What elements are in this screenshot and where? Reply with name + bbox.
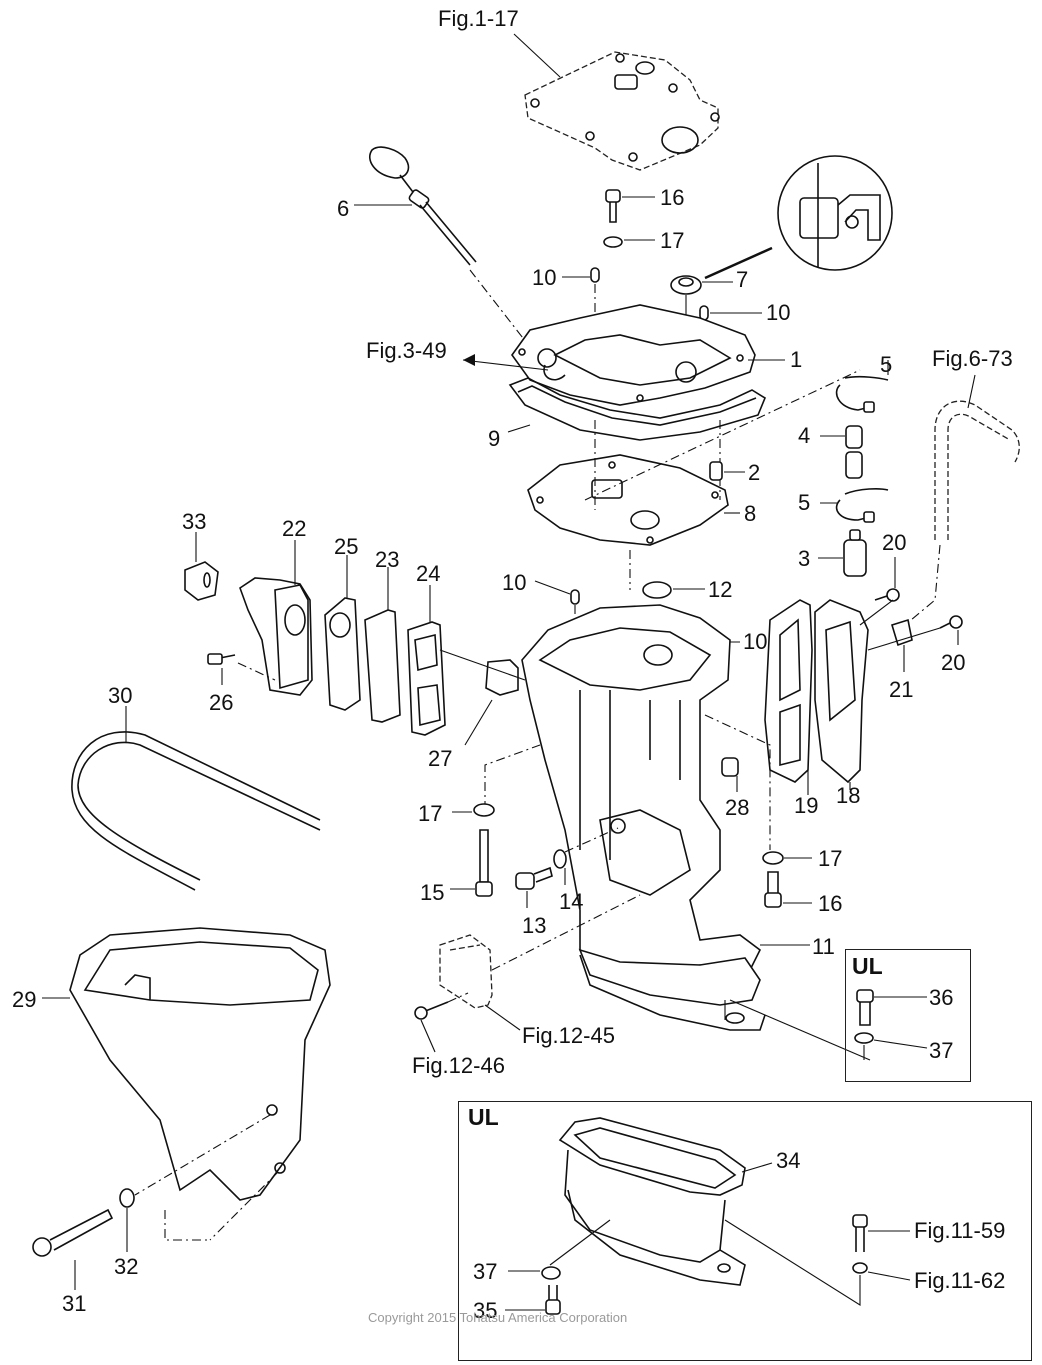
part-label[interactable]: 26	[209, 690, 234, 715]
part-label[interactable]: 34	[776, 1148, 801, 1173]
hose-fig-6-73	[904, 374, 1020, 626]
lower-cowling-part-29	[42, 927, 331, 1241]
part-label[interactable]: 10	[766, 300, 791, 325]
ul-inset-large-title: UL	[468, 1104, 499, 1130]
ul-small-inset-parts	[854, 989, 928, 1060]
fig-ref-1-17[interactable]: Fig.1-17	[438, 6, 519, 31]
ul-inset-large	[458, 1101, 1032, 1361]
part-label[interactable]: 35	[473, 1298, 498, 1323]
ul-inset-small-title: UL	[852, 953, 883, 979]
mount-plate-part-1	[462, 304, 785, 406]
part-label[interactable]: 32	[114, 1254, 139, 1279]
seal-strip-part-30	[71, 706, 321, 891]
anode-fig-12-45	[414, 894, 641, 1053]
part-label[interactable]: 31	[62, 1291, 87, 1316]
copyright-notice: Copyright 2015 Tohatsu America Corporati…	[368, 1310, 628, 1325]
rubber-part-33	[184, 532, 219, 601]
bracket-part-22	[207, 540, 313, 696]
part-label[interactable]: 28	[725, 795, 750, 820]
part-label[interactable]: 16	[660, 185, 685, 210]
part-label[interactable]: 7	[736, 267, 749, 292]
fig-ref-11-62[interactable]: Fig.11-62	[914, 1268, 1006, 1293]
part-label[interactable]: 5	[880, 352, 893, 377]
rubber-mount-part-27	[439, 649, 526, 746]
part-label[interactable]: 22	[282, 516, 307, 541]
part-label[interactable]: 11	[812, 934, 835, 959]
part-label[interactable]: 15	[420, 880, 445, 905]
part-label[interactable]: 10	[502, 570, 527, 595]
bolts-20-clip-21	[874, 557, 963, 672]
part-label[interactable]: 19	[794, 793, 819, 818]
part-label[interactable]: 29	[12, 987, 37, 1012]
part-label[interactable]: 10	[743, 629, 768, 654]
ul-inset-small	[845, 949, 971, 1082]
part-label[interactable]: 5	[798, 490, 811, 515]
fig-ref-12-45[interactable]: Fig.12-45	[522, 1023, 615, 1048]
part-label[interactable]: 18	[836, 783, 861, 808]
fig-ref-6-73[interactable]: Fig.6-73	[932, 346, 1013, 371]
hose-clamp-filter-assembly	[818, 360, 889, 577]
part-label[interactable]: 37	[929, 1038, 954, 1063]
bolt-13-washer-14	[515, 827, 619, 908]
bolt-16-washer-17-right	[762, 851, 812, 908]
gasket-part-8	[527, 454, 740, 590]
plates-23-24-25	[324, 555, 446, 736]
fitting-part-2	[709, 461, 745, 481]
part-label[interactable]: 30	[108, 683, 133, 708]
part-label[interactable]: 9	[488, 426, 501, 451]
part-label[interactable]: 27	[428, 746, 453, 771]
cover-plates-18-19	[704, 599, 941, 850]
ul-large-inset-parts	[505, 1117, 911, 1315]
fig-ref-11-59[interactable]: Fig.11-59	[914, 1218, 1006, 1243]
part-label[interactable]: 17	[660, 228, 685, 253]
part-label[interactable]: 21	[889, 677, 914, 702]
part-label[interactable]: 3	[798, 546, 811, 571]
part-label[interactable]: 20	[882, 530, 907, 555]
part-label[interactable]: 36	[929, 985, 954, 1010]
part-label[interactable]: 13	[522, 913, 547, 938]
bolt-15-washer-17	[450, 744, 541, 897]
part-label[interactable]: 12	[708, 577, 733, 602]
bolt-31-washer-32	[32, 1188, 135, 1290]
part-label[interactable]: 10	[532, 265, 557, 290]
gasket-fig-1-17	[513, 33, 720, 171]
fig-ref-3-49[interactable]: Fig.3-49	[366, 338, 447, 363]
dipstick-part-6	[354, 146, 541, 361]
part-label[interactable]: 4	[798, 423, 811, 448]
part-label[interactable]: 16	[818, 891, 843, 916]
bolt-16-top	[603, 189, 655, 248]
part-label[interactable]: 2	[748, 460, 761, 485]
part-label[interactable]: 23	[375, 547, 400, 572]
gasket-part-9	[507, 369, 861, 510]
part-label[interactable]: 14	[559, 889, 584, 914]
part-label[interactable]: 1	[790, 347, 803, 372]
plug-part-28	[721, 757, 739, 792]
part-label[interactable]: 25	[334, 534, 359, 559]
fig-ref-12-46[interactable]: Fig.12-46	[412, 1053, 505, 1078]
part-label[interactable]: 33	[182, 509, 207, 534]
part-label[interactable]: 37	[473, 1259, 498, 1284]
drive-shaft-housing-part-11	[521, 604, 871, 1061]
part-label[interactable]: 17	[418, 801, 443, 826]
part-label[interactable]: 20	[941, 650, 966, 675]
part-label[interactable]: 24	[416, 561, 441, 586]
part-label[interactable]: 6	[337, 196, 350, 221]
part-label[interactable]: 17	[818, 846, 843, 871]
part-label[interactable]: 8	[744, 501, 757, 526]
seal-detail-callout	[704, 155, 893, 280]
